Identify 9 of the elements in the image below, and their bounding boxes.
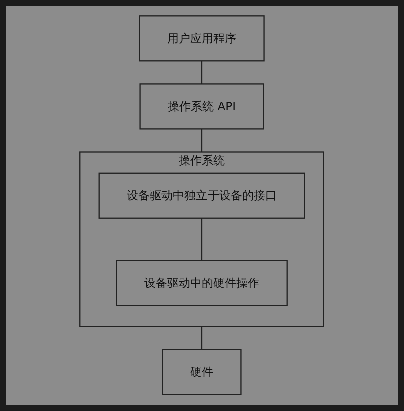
connector xyxy=(201,129,203,152)
connector xyxy=(201,218,203,261)
node-box: 硬件 xyxy=(162,349,242,396)
node-box: 设备驱动中独立于设备的接口 xyxy=(98,172,306,219)
node-box: 用户应用程序 xyxy=(139,16,265,62)
node-box: 操作系统 API xyxy=(140,84,264,130)
node-box: 设备驱动中的硬件操作 xyxy=(116,260,288,306)
connector xyxy=(201,326,203,350)
connector xyxy=(201,61,203,84)
